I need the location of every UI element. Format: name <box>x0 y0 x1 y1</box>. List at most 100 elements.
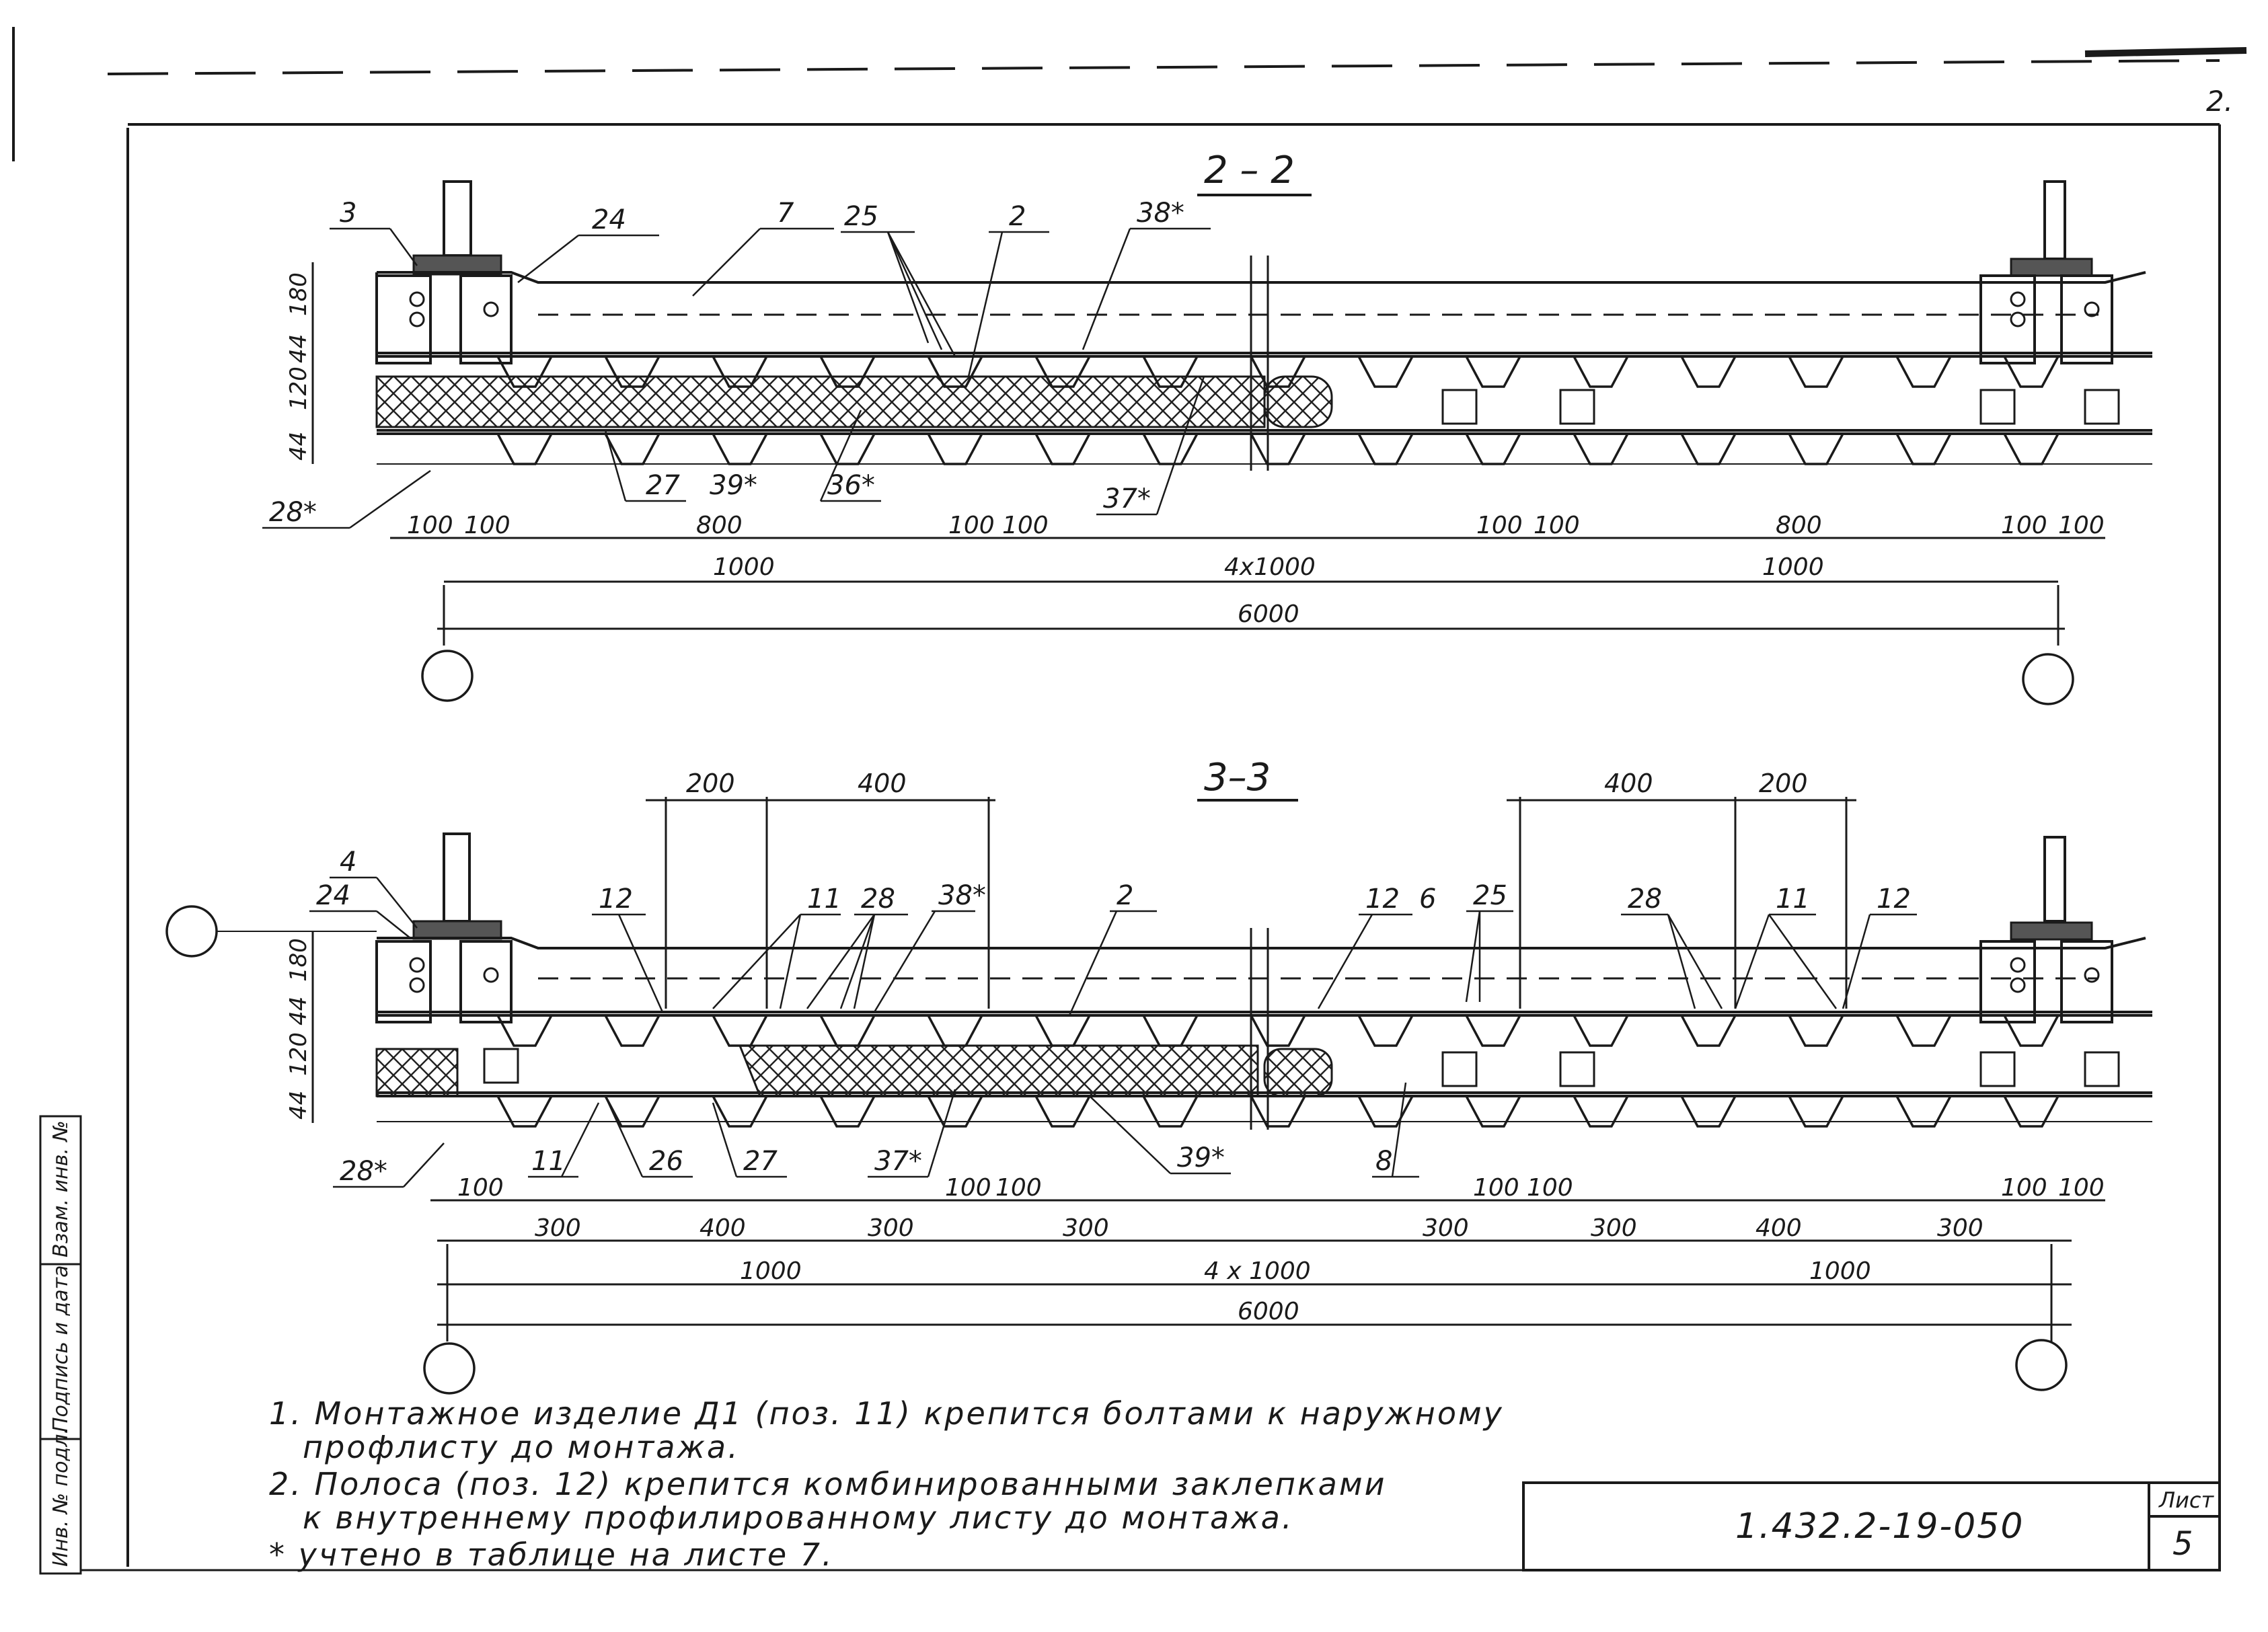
profile-rib <box>1977 432 2085 465</box>
dim-300-e: 300 <box>1591 1214 1637 1242</box>
axis-bubble <box>421 650 474 702</box>
dim-100-f: 100 <box>2001 1174 2047 1202</box>
callout-8: 8 <box>1375 1146 1392 1177</box>
dim-400-d: 400 <box>1755 1214 1802 1242</box>
dim-100-c: 100 <box>948 512 995 539</box>
vdim-44b: 44 <box>285 432 312 461</box>
profile-rib <box>1870 355 1977 388</box>
vdim-120: 120 <box>285 366 312 410</box>
sheet-label: Лист <box>2159 1487 2214 1513</box>
profile-rib <box>1977 355 2085 388</box>
profile-rib <box>1977 1095 2085 1128</box>
profile-rib <box>1547 432 1655 465</box>
callout-4: 4 <box>340 847 356 878</box>
profile-rib <box>471 432 578 465</box>
dim-300-c: 300 <box>1063 1214 1109 1242</box>
profile-rib <box>578 355 686 388</box>
side-col-inv: Инв. № подл. <box>49 1428 73 1567</box>
vdim-44a: 44 <box>285 997 312 1025</box>
profile-rib <box>578 1014 686 1047</box>
profile-rib <box>794 1095 901 1128</box>
profile-rib <box>578 432 686 465</box>
profile-rib <box>471 355 578 388</box>
profile-rib <box>1224 355 1332 388</box>
callout-12: 12 <box>1877 884 1911 915</box>
dim-100-d: 100 <box>1002 512 1049 539</box>
callout-24: 24 <box>316 880 350 911</box>
profile-rib <box>1332 355 1439 388</box>
section-3-3: 3–3 <box>165 756 2152 1395</box>
dim-4x1000: 4 x 1000 <box>1204 1257 1311 1285</box>
profile-rib <box>471 1014 578 1047</box>
dim-1000-b: 1000 <box>1762 553 1824 581</box>
callout-28: 28 <box>861 884 895 915</box>
callout-38: 38* <box>938 880 986 911</box>
profile-rib <box>1655 1014 1762 1047</box>
profile-rib <box>686 1014 794 1047</box>
dim-1000-a: 1000 <box>740 1257 802 1285</box>
dim-200-b: 200 <box>1759 769 1808 798</box>
vdim-120: 120 <box>285 1032 312 1076</box>
profile-rib <box>901 432 1009 465</box>
dim-300-d: 300 <box>1423 1214 1469 1242</box>
side-col-sign: Подпись и дата <box>49 1266 73 1433</box>
dim-100-d: 100 <box>1473 1174 1519 1202</box>
profile-rib <box>1117 1095 1224 1128</box>
callout-26: 26 <box>649 1146 683 1177</box>
profile-rib <box>1009 1095 1117 1128</box>
axis-bubble <box>165 905 218 958</box>
profile-rib <box>1439 432 1547 465</box>
dim-100-a: 100 <box>407 512 453 539</box>
dim-400-b: 400 <box>1604 769 1653 798</box>
callout-36: 36* <box>827 470 875 501</box>
profile-rib <box>1870 432 1977 465</box>
profile-rib <box>1009 432 1117 465</box>
profile-rib <box>686 432 794 465</box>
section-2-2: 2 – 2 <box>262 149 2152 705</box>
dim-100-e: 100 <box>1527 1174 1573 1202</box>
profile-rib <box>1762 1014 1870 1047</box>
axis-bubble <box>423 1342 476 1395</box>
callout-27: 27 <box>743 1146 778 1177</box>
dim-800-b: 800 <box>1776 512 1822 539</box>
dim-100-h: 100 <box>2058 512 2105 539</box>
drawing-code: 1.432.2-19-050 <box>1735 1506 2025 1547</box>
dim-100-g: 100 <box>2001 512 2047 539</box>
profile-rib <box>1224 1014 1332 1047</box>
dim-100-e: 100 <box>1476 512 1523 539</box>
vertical-dims-2-2: 180 44 120 44 <box>285 262 314 464</box>
dim-100-a: 100 <box>457 1174 504 1202</box>
profile-rib <box>1762 432 1870 465</box>
profile-rib <box>1870 1095 1977 1128</box>
dim-total-6000: 6000 <box>1238 600 1299 628</box>
dim-300-a: 300 <box>535 1214 581 1242</box>
axis-bubble <box>2015 1339 2068 1391</box>
dim-total-6000: 6000 <box>1238 1298 1299 1325</box>
callout-24: 24 <box>592 204 626 235</box>
profile-rib <box>1332 432 1439 465</box>
callout-37: 37* <box>874 1146 922 1177</box>
callout-28: 28 <box>1628 884 1662 915</box>
profile-rib <box>1547 1014 1655 1047</box>
vdim-44a: 44 <box>285 334 312 363</box>
callout-25: 25 <box>844 201 878 232</box>
callout-12: 12 <box>599 884 633 915</box>
dim-1000-b: 1000 <box>1809 1257 1871 1285</box>
side-stamp <box>39 1115 82 1575</box>
profile-rib <box>1009 1014 1117 1047</box>
axis-bubble <box>2022 653 2074 705</box>
callout-37: 37* <box>1103 483 1151 514</box>
note-footnote: * учтено в таблице на листе 7. <box>269 1537 834 1573</box>
callout-7: 7 <box>777 198 794 229</box>
profile-rib <box>1870 1014 1977 1047</box>
sheet-corner-mark: 2. <box>2206 85 2233 118</box>
profile-rib <box>901 1095 1009 1128</box>
callout-2: 2 <box>1009 201 1026 232</box>
note-2: 2. Полоса (поз. 12) крепится комбинирова… <box>269 1466 1387 1502</box>
profile-rib <box>1117 355 1224 388</box>
dim-400-c: 400 <box>700 1214 746 1242</box>
profile-rib <box>1655 432 1762 465</box>
callout-11: 11 <box>531 1146 566 1177</box>
callout-28: 28* <box>269 497 317 528</box>
profile-rib <box>1224 1095 1332 1128</box>
